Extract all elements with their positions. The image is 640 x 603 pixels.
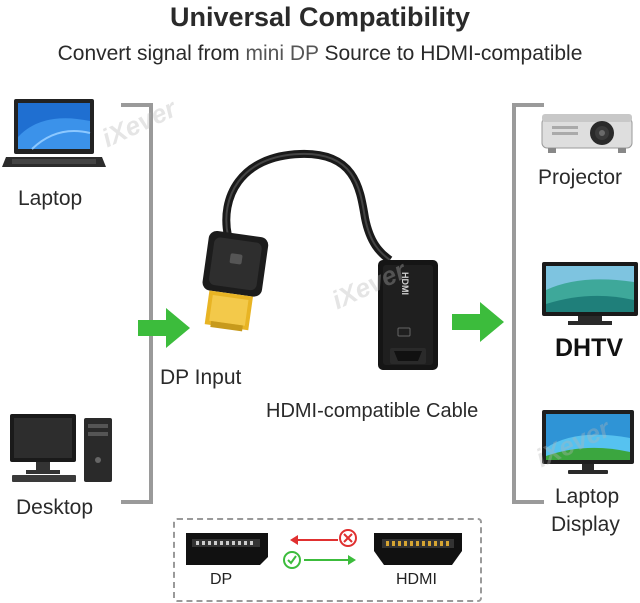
source-bracket xyxy=(121,103,153,504)
desktop-label: Desktop xyxy=(16,496,94,519)
laptop-display-label-line2: Display xyxy=(551,513,620,536)
subtitle-highlight: mini DP xyxy=(245,42,319,65)
projector-icon xyxy=(541,114,633,153)
tv-icon xyxy=(542,262,638,325)
arrow-right-icon xyxy=(138,308,190,348)
laptop-display-label-line1: Laptop xyxy=(555,485,620,508)
check-icon xyxy=(283,551,356,569)
laptop-label: Laptop xyxy=(18,187,83,210)
legend-hdmi-label: HDMI xyxy=(396,571,437,588)
hdmi-connector-icon xyxy=(374,533,462,565)
cable-illustration: HDMI xyxy=(202,149,438,370)
output-bracket xyxy=(512,103,544,504)
laptop-icon xyxy=(2,99,106,167)
subtitle-prefix: Convert signal from xyxy=(57,42,246,65)
desktop-icon xyxy=(10,414,112,482)
legend-dp-label: DP xyxy=(210,571,233,588)
projector-label: Projector xyxy=(538,166,623,189)
page-title: Universal Compatibility xyxy=(169,2,471,32)
dp-connector-icon xyxy=(186,533,268,565)
adapter-text: HDMI xyxy=(400,272,410,295)
cross-icon xyxy=(290,529,357,547)
conversion-direction-icon xyxy=(283,529,357,569)
cable-label: HDMI-compatible Cable xyxy=(266,400,479,422)
arrow-right-icon xyxy=(452,302,504,342)
connector-legend xyxy=(173,518,482,602)
dp-input-label: DP Input xyxy=(160,366,242,389)
hdtv-label: DHTV xyxy=(555,334,624,362)
page-subtitle: Convert signal from mini DP Source to HD… xyxy=(0,42,640,66)
subtitle-suffix: Source to HDMI-compatible xyxy=(318,42,583,65)
monitor-icon xyxy=(542,410,634,474)
